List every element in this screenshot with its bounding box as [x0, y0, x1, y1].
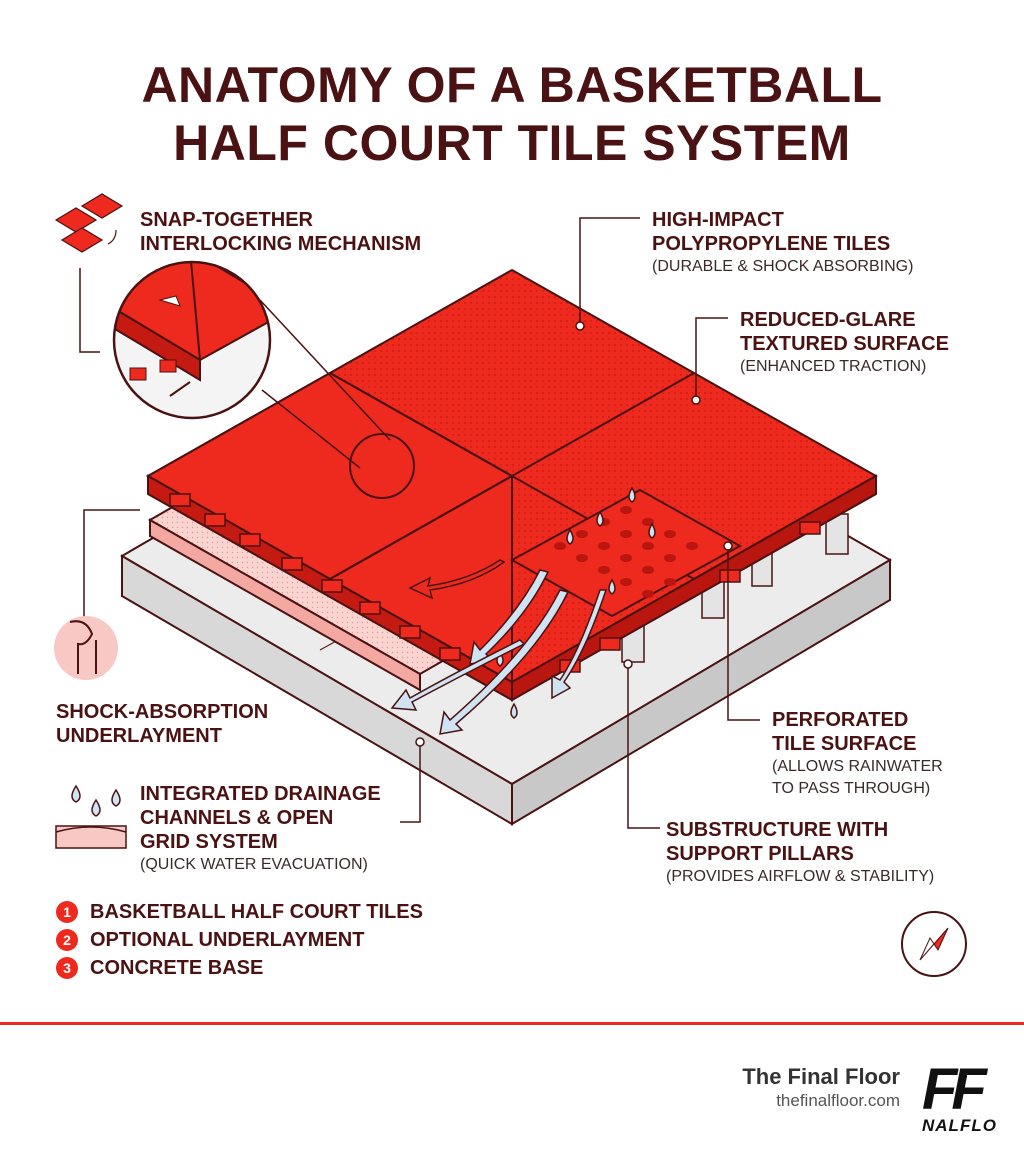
legend-number-badge: 2: [56, 929, 78, 951]
callout-snap: SNAP-TOGETHER INTERLOCKING MECHANISM: [140, 208, 421, 256]
interlock-magnifier: [112, 260, 415, 499]
callout-substructure: SUBSTRUCTURE WITH SUPPORT PILLARS (PROVI…: [666, 818, 934, 888]
callout-polypropylene-line2: POLYPROPYLENE TILES: [652, 233, 891, 255]
callout-perforated-sub1: (ALLOWS RAINWATER: [772, 758, 943, 775]
legend-number-badge: 1: [56, 901, 78, 923]
brand-logo: FF NALFLO: [922, 1058, 1024, 1138]
callout-substructure-sub: (PROVIDES AIRFLOW & STABILITY): [666, 868, 935, 885]
callout-drainage-line3: GRID SYSTEM: [140, 831, 278, 853]
title-line-2: HALF COURT TILE SYSTEM: [173, 115, 851, 171]
legend-label: CONCRETE BASE: [90, 956, 264, 979]
callout-shock-line2: UNDERLAYMENT: [56, 725, 222, 747]
callout-polypropylene: HIGH-IMPACT POLYPROPYLENE TILES (DURABLE…: [652, 208, 913, 278]
callout-polypropylene-sub: (DURABLE & SHOCK ABSORBING): [652, 258, 914, 275]
callout-glare-line1: REDUCED-GLARE: [740, 309, 916, 331]
footer-divider: [0, 1022, 1024, 1025]
callout-drainage-line1: INTEGRATED DRAINAGE: [140, 783, 381, 805]
knee-joint-icon: [54, 616, 118, 680]
callout-snap-line1: SNAP-TOGETHER: [140, 209, 313, 231]
callout-snap-line2: INTERLOCKING MECHANISM: [140, 233, 422, 255]
interlocking-tiles-icon: [54, 193, 124, 253]
callout-drainage: INTEGRATED DRAINAGE CHANNELS & OPEN GRID…: [140, 782, 381, 876]
callout-drainage-line2: CHANNELS & OPEN: [140, 807, 334, 829]
callout-shock-line1: SHOCK-ABSORPTION: [56, 701, 269, 723]
tile-surface: [145, 268, 879, 702]
brand-block: The Final Floor thefinalfloor.com: [742, 1064, 900, 1112]
callout-polypropylene-line1: HIGH-IMPACT: [652, 209, 784, 231]
red-arrow: [408, 559, 506, 600]
callout-glare-line2: TEXTURED SURFACE: [740, 333, 949, 355]
brand-url[interactable]: thefinalfloor.com: [776, 1091, 900, 1110]
legend-item: 2 OPTIONAL UNDERLAYMENT: [56, 926, 423, 954]
callout-drainage-sub: (QUICK WATER EVACUATION): [140, 856, 368, 873]
legend-label: OPTIONAL UNDERLAYMENT: [90, 928, 365, 951]
legend-item: 1 BASKETBALL HALF COURT TILES: [56, 898, 423, 926]
callout-shock: SHOCK-ABSORPTION UNDERLAYMENT: [56, 700, 268, 748]
legend-item: 3 CONCRETE BASE: [56, 954, 423, 982]
callout-perforated-line2: TILE SURFACE: [772, 733, 917, 755]
page-title: ANATOMY OF A BASKETBALL HALF COURT TILE …: [0, 56, 1024, 172]
leader-lines: [79, 217, 760, 829]
brand-name: The Final Floor: [742, 1064, 900, 1089]
callout-perforated: PERFORATED TILE SURFACE (ALLOWS RAINWATE…: [772, 708, 943, 800]
callout-perforated-sub2: TO PASS THROUGH): [772, 780, 931, 797]
logo-letters: FF: [922, 1058, 987, 1122]
layer-legend: 1 BASKETBALL HALF COURT TILES 2 OPTIONAL…: [56, 898, 423, 982]
water-flow: [390, 486, 656, 735]
callout-perforated-line1: PERFORATED: [772, 709, 909, 731]
legend-number-badge: 3: [56, 957, 78, 979]
callout-glare-sub: (ENHANCED TRACTION): [740, 358, 927, 375]
compass-icon: [901, 911, 967, 977]
logo-subtext: NALFLO: [922, 1116, 997, 1135]
title-line-1: ANATOMY OF A BASKETBALL: [141, 57, 883, 113]
water-drops-icon: [55, 784, 127, 849]
callout-substructure-line2: SUPPORT PILLARS: [666, 843, 854, 865]
callout-substructure-line1: SUBSTRUCTURE WITH: [666, 819, 889, 841]
legend-label: BASKETBALL HALF COURT TILES: [90, 900, 423, 923]
callout-glare: REDUCED-GLARE TEXTURED SURFACE (ENHANCED…: [740, 308, 949, 378]
perforated-tile: [509, 488, 743, 618]
